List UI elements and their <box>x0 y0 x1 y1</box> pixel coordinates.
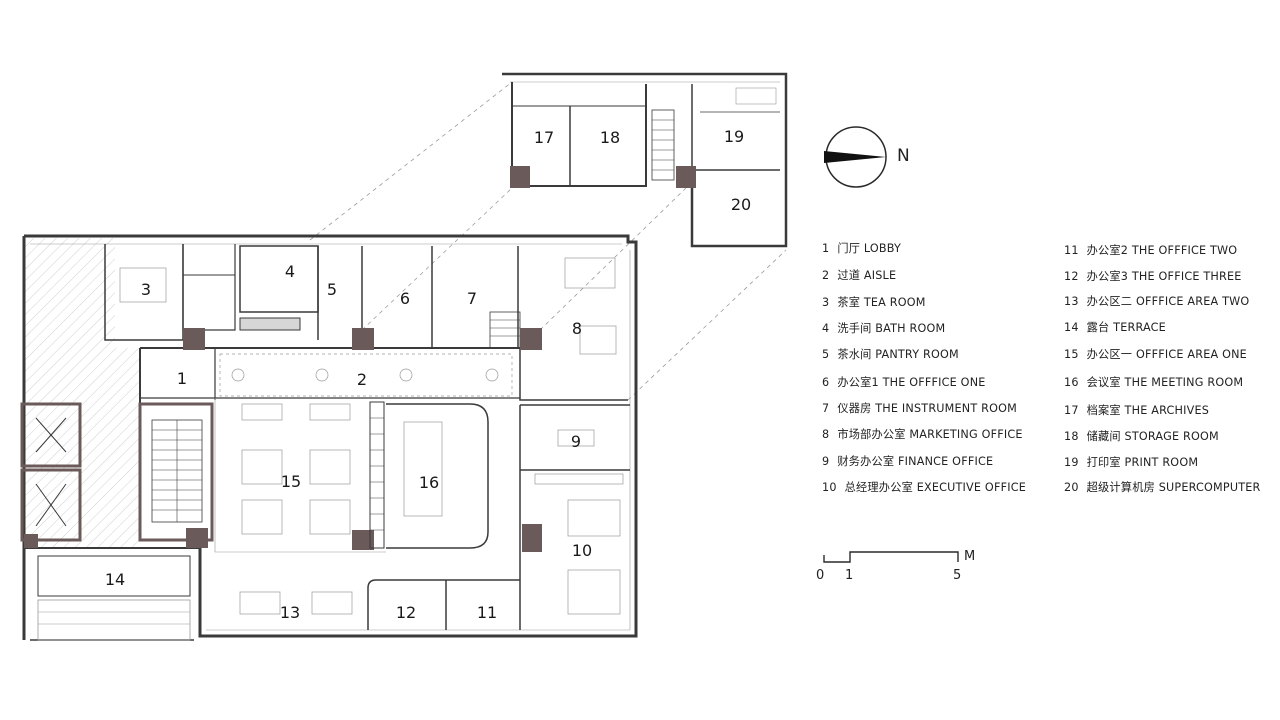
stair-core <box>20 311 521 542</box>
room-label-7: 7 <box>467 289 477 308</box>
shelf-unit <box>369 401 385 549</box>
room-label-2: 2 <box>357 370 367 389</box>
room-labels: 1 2 3 4 5 6 7 8 9 10 11 12 13 14 15 16 1… <box>105 127 751 622</box>
room-label-14: 14 <box>105 570 125 589</box>
scale-label-1: 1 <box>845 568 854 583</box>
room-label-16: 16 <box>419 473 439 492</box>
room-label-9: 9 <box>571 432 581 451</box>
scale-bar <box>823 551 959 563</box>
projection-lines <box>309 81 787 401</box>
room-label-18: 18 <box>600 128 620 147</box>
scale-unit-label: M <box>964 549 976 564</box>
north-label: N <box>897 146 910 166</box>
room-label-8: 8 <box>572 319 582 338</box>
room-label-3: 3 <box>141 280 151 299</box>
annex-plan <box>502 72 788 248</box>
room-label-19: 19 <box>724 127 744 146</box>
furniture <box>119 257 624 615</box>
scale-label-0: 0 <box>816 568 825 583</box>
room-label-6: 6 <box>400 289 410 308</box>
structural-columns <box>24 328 542 552</box>
north-arrow <box>824 126 887 188</box>
room-label-17: 17 <box>534 128 554 147</box>
room-label-20: 20 <box>731 195 751 214</box>
room-label-12: 12 <box>396 603 416 622</box>
scale-label-5: 5 <box>953 568 962 583</box>
room-label-11: 11 <box>477 603 497 622</box>
room-label-10: 10 <box>572 541 592 560</box>
room-label-13: 13 <box>280 603 300 622</box>
room-label-1: 1 <box>177 369 187 388</box>
room-label-4: 4 <box>285 262 295 281</box>
room-label-5: 5 <box>327 280 337 299</box>
room-label-15: 15 <box>281 472 301 491</box>
